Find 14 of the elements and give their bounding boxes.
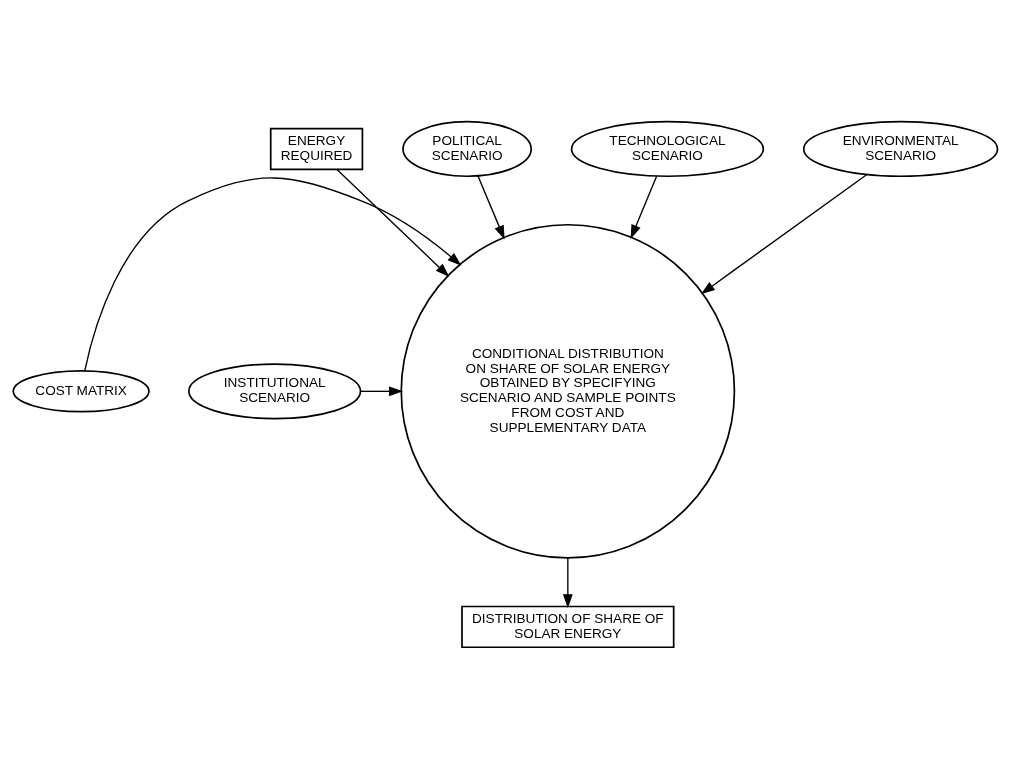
arrow bbox=[335, 168, 449, 277]
arrow bbox=[630, 175, 657, 239]
arrow bbox=[700, 173, 867, 294]
node-box: DISTRIBUTION OF SHARE OF SOLAR ENERGY bbox=[460, 605, 675, 648]
node-ellipse: ENVIRONMENTAL SCENARIO bbox=[802, 120, 998, 177]
arrow bbox=[359, 385, 403, 396]
arrow bbox=[476, 174, 505, 239]
node-ellipse: INSTITUTIONAL SCENARIO bbox=[187, 362, 361, 419]
arrow bbox=[83, 176, 461, 372]
node-box: ENERGY REQUIRED bbox=[269, 127, 363, 170]
node-ellipse: TECHNOLOGICAL SCENARIO bbox=[570, 120, 764, 177]
node-ellipse: POLITICAL SCENARIO bbox=[401, 120, 532, 177]
arrow bbox=[562, 556, 573, 608]
node-ellipse: COST MATRIX bbox=[11, 369, 150, 413]
